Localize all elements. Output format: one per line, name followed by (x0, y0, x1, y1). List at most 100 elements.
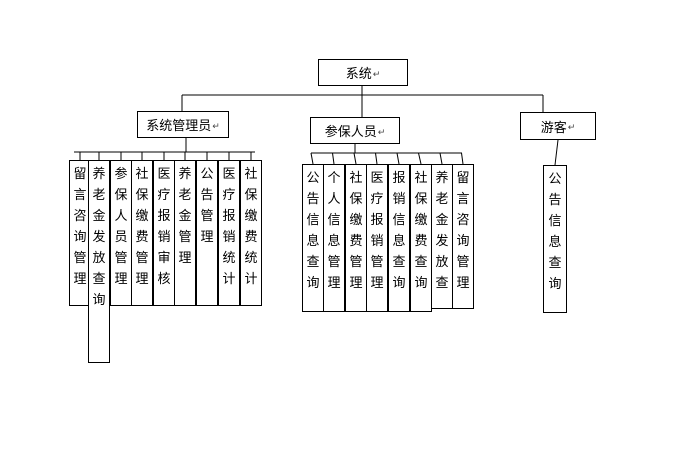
paragraph-mark: ↵ (372, 69, 381, 80)
module-char: 信 (306, 213, 320, 228)
module-char: 销 (157, 230, 171, 245)
module-char: 言 (73, 188, 87, 203)
module-char: 查 (414, 255, 428, 270)
admin-module-3: 参保人员管理 (110, 160, 132, 306)
module-char: 医 (222, 167, 236, 182)
insured-module-2: 个人信息管理 (323, 164, 345, 312)
module-char: 销 (392, 192, 406, 207)
role-label-admin: 系统管理员 (146, 119, 212, 134)
module-char: 老 (178, 188, 192, 203)
insured-branch-3 (353, 152, 357, 165)
module-char: 询 (392, 276, 406, 291)
module-char: 查 (435, 276, 449, 291)
insured-module-8: 留言咨询管理 (452, 164, 474, 309)
module-char: 查 (392, 255, 406, 270)
module-char: 员 (114, 230, 128, 245)
module-char: 查 (548, 256, 562, 271)
module-char: 保 (114, 188, 128, 203)
module-char: 人 (327, 192, 341, 207)
module-char: 管 (200, 209, 214, 224)
module-char: 息 (306, 234, 320, 249)
module-char: 医 (157, 167, 171, 182)
module-char: 管 (349, 255, 363, 270)
module-char: 统 (244, 251, 258, 266)
module-char: 信 (392, 213, 406, 228)
module-char: 告 (306, 192, 320, 207)
role-node-admin: 系统管理员↵ (137, 111, 229, 138)
insured-module-5: 报销信息查询 (388, 164, 410, 312)
module-char: 医 (370, 171, 384, 186)
module-char: 报 (157, 209, 171, 224)
module-char: 审 (157, 251, 171, 266)
insured-branch-4 (375, 152, 378, 165)
module-char: 理 (178, 251, 192, 266)
module-char: 理 (327, 276, 341, 291)
module-char: 息 (392, 234, 406, 249)
insured-module-1: 公告信息查询 (302, 164, 324, 312)
module-char: 社 (135, 167, 149, 182)
insured-branch-2 (332, 152, 335, 165)
module-char: 费 (135, 230, 149, 245)
module-char: 金 (92, 209, 106, 224)
module-char: 告 (200, 188, 214, 203)
module-char: 言 (456, 192, 470, 207)
admin-module-2: 养老金发放查询 (88, 160, 110, 363)
module-char: 参 (114, 167, 128, 182)
module-char: 销 (222, 230, 236, 245)
role-label-insured: 参保人员 (324, 125, 377, 140)
module-char: 人 (114, 209, 128, 224)
module-char: 理 (114, 272, 128, 287)
module-char: 管 (114, 251, 128, 266)
module-char: 金 (178, 209, 192, 224)
module-char: 计 (244, 272, 258, 287)
module-char: 保 (349, 192, 363, 207)
role-node-insured: 参保人员↵ (310, 117, 400, 144)
module-char: 理 (135, 272, 149, 287)
module-char: 社 (349, 171, 363, 186)
module-char: 管 (73, 251, 87, 266)
module-char: 管 (135, 251, 149, 266)
module-char: 留 (73, 167, 87, 182)
module-char: 理 (456, 276, 470, 291)
insured-branch-6 (418, 152, 422, 165)
module-char: 告 (548, 193, 562, 208)
module-char: 报 (222, 209, 236, 224)
admin-module-4: 社保缴费管理 (131, 160, 153, 306)
insured-module-6: 社保缴费查询 (410, 164, 432, 312)
module-char: 保 (135, 188, 149, 203)
admin-module-7: 公告管理 (196, 160, 218, 306)
module-char: 社 (414, 171, 428, 186)
admin-module-5: 医疗报销审核 (153, 160, 175, 306)
module-char: 老 (435, 192, 449, 207)
module-char: 疗 (370, 192, 384, 207)
admin-module-8: 医疗报销统计 (218, 160, 240, 306)
module-char: 查 (306, 255, 320, 270)
insured-module-4: 医疗报销管理 (366, 164, 388, 312)
paragraph-mark: ↵ (377, 127, 386, 138)
insured-module-7: 养老金发放查 (431, 164, 453, 309)
module-char: 核 (157, 272, 171, 287)
module-char: 报 (370, 213, 384, 228)
insured-module-3: 社保缴费管理 (345, 164, 367, 312)
module-char: 理 (200, 230, 214, 245)
module-char: 放 (435, 255, 449, 270)
module-char: 个 (327, 171, 341, 186)
module-char: 社 (244, 167, 258, 182)
module-char: 养 (435, 171, 449, 186)
module-char: 息 (327, 234, 341, 249)
module-char: 发 (435, 234, 449, 249)
module-char: 管 (327, 255, 341, 270)
module-char: 留 (456, 171, 470, 186)
admin-module-1: 留言咨询管理 (69, 160, 91, 306)
module-char: 理 (370, 276, 384, 291)
role-label-visitor: 游客 (540, 120, 567, 136)
module-char: 询 (306, 276, 320, 291)
module-char: 保 (414, 192, 428, 207)
module-char: 计 (222, 272, 236, 287)
module-char: 销 (370, 234, 384, 249)
module-char: 管 (370, 255, 384, 270)
module-char: 公 (548, 172, 562, 187)
module-char: 保 (244, 188, 258, 203)
admin-module-9: 社保缴费统计 (240, 160, 262, 306)
